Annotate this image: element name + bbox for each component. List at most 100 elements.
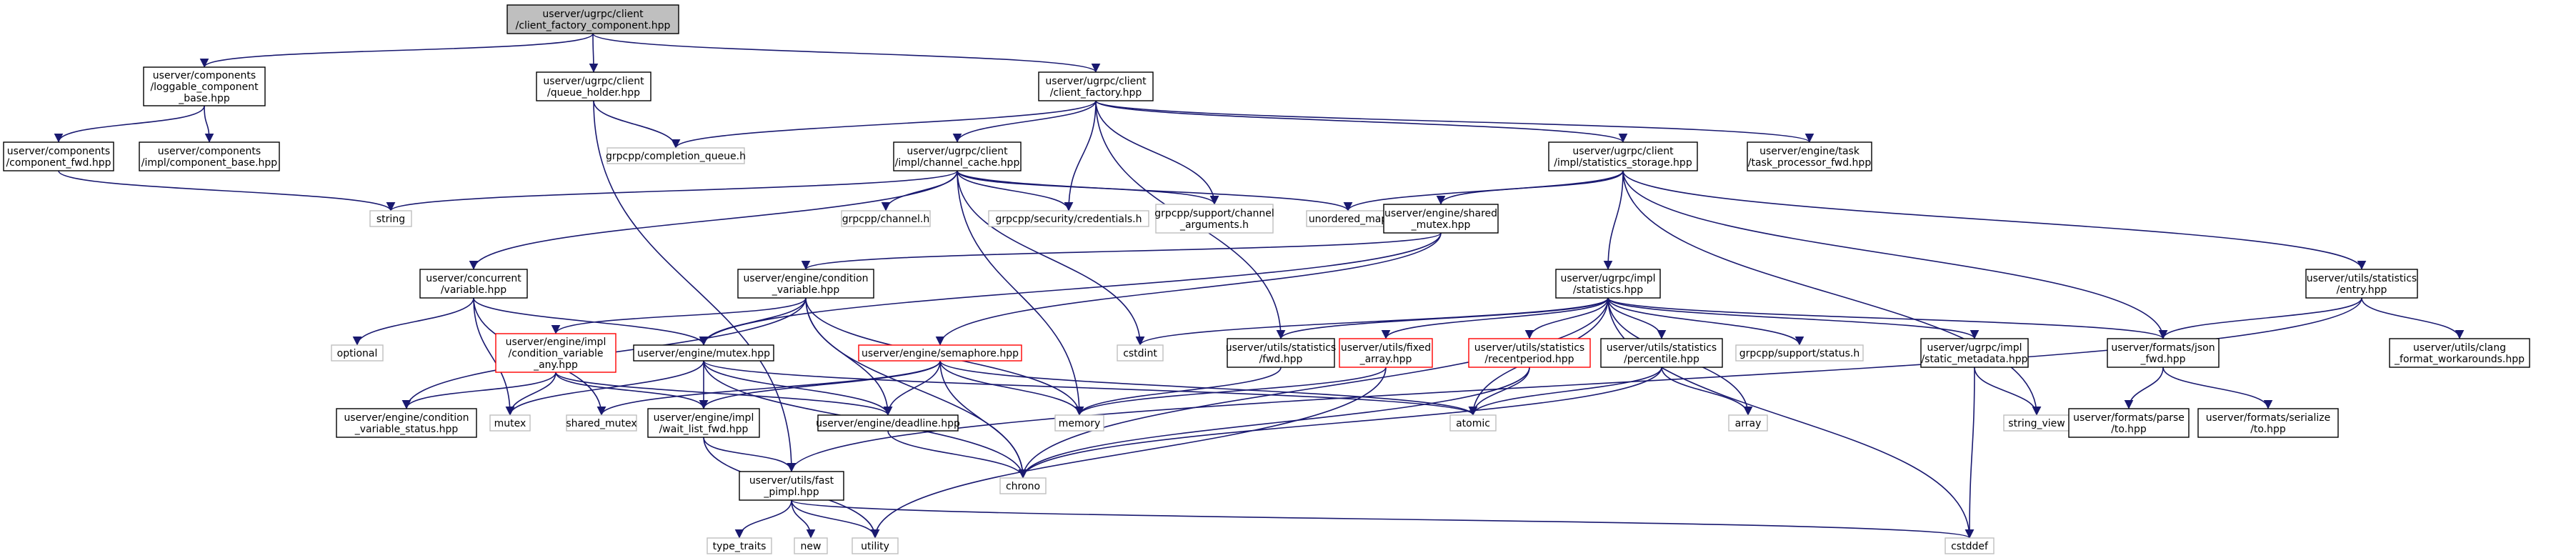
node-cv_any[interactable]: userver/engine/impl/condition_variable_a… [495,333,616,373]
node-root[interactable]: userver/ugrpc/client/client_factory_comp… [506,4,679,34]
node-percentile[interactable]: userver/utils/statistics/percentile.hpp [1600,338,1723,368]
node-statistics_entry[interactable]: userver/utils/statistics/entry.hpp [2305,269,2418,299]
node-type_traits[interactable]: type_traits [707,537,772,554]
node-grpc_status[interactable]: grpcpp/support/status.h [1735,344,1864,362]
node-semaphore[interactable]: userver/engine/semaphore.hpp [858,344,1022,362]
node-utility[interactable]: utility [852,537,899,554]
node-cstddef[interactable]: cstddef [1945,537,1995,554]
edge-ugrpc_statistics-to-cstddef [1607,297,1975,539]
node-label-fixed_array-line-1: _array.hpp [1359,354,1412,365]
edges-layer [54,33,2465,539]
node-loggable[interactable]: userver/components/loggable_component_ba… [143,66,266,106]
node-array[interactable]: array [1728,414,1768,432]
node-box-condition_variable [737,269,874,299]
node-label-json_fwd-line-1: _fwd.hpp [2140,354,2185,365]
node-mutex[interactable]: mutex [489,414,531,432]
edge-json_fwd-to-json_serialize [2162,367,2273,409]
edge-ugrpc_statistics-to-grpc_status [1607,297,1804,346]
node-string[interactable]: string [369,210,412,227]
node-credentials[interactable]: grpcpp/security/credentials.h [988,210,1149,227]
node-json_fwd[interactable]: userver/formats/json_fwd.hpp [2107,338,2220,368]
node-client_factory[interactable]: userver/ugrpc/client/client_factory.hpp [1038,71,1154,101]
node-recentperiod[interactable]: userver/utils/statistics/recentperiod.hp… [1468,338,1591,368]
node-completion_queue[interactable]: grpcpp/completion_queue.h [606,147,746,164]
node-json_parse[interactable]: userver/formats/parse/to.hpp [2068,408,2190,438]
edge-root-to-client_factory [592,33,1101,73]
node-optional[interactable]: optional [331,344,384,362]
node-grpc_channel[interactable]: grpcpp/channel.h [841,210,931,227]
node-box-root [506,4,679,34]
node-box-statistics_fwd [1227,338,1335,368]
node-label-static_metadata-line-1: /static_metadata.hpp [1921,354,2027,365]
node-ugrpc_statistics[interactable]: userver/ugrpc/impl/statistics.hpp [1555,269,1661,299]
node-label-component_fwd-line-0: userver/components [7,146,110,157]
node-label-json_serialize-line-1: /to.hpp [2250,424,2286,435]
node-cstdint[interactable]: cstdint [1117,344,1164,362]
edge-statistics_storage-to-ugrpc_statistics [1603,170,1624,270]
node-chrono[interactable]: chrono [999,477,1047,494]
node-new[interactable]: new [794,537,828,554]
edge-statistics_storage-to-shared_mutex_hpp [1436,170,1624,205]
node-box-mutex [489,414,531,432]
edge-engine_mutex-to-atomic [703,360,1478,416]
node-engine_mutex[interactable]: userver/engine/mutex.hpp [633,344,774,362]
node-box-deadline [817,414,959,432]
node-label-completion_queue-line-0: grpcpp/completion_queue.h [606,151,746,162]
node-wait_list_fwd[interactable]: userver/engine/impl/wait_list_fwd.hpp [647,408,760,438]
node-label-percentile-line-0: userver/utils/statistics [1607,342,1717,354]
node-label-cstdint-line-0: cstdint [1123,348,1157,359]
node-label-chrono-line-0: chrono [1006,481,1040,492]
node-static_metadata[interactable]: userver/ugrpc/impl/static_metadata.hpp [1920,338,2029,368]
node-label-wait_list_fwd-line-1: /wait_list_fwd.hpp [659,424,749,435]
node-shared_mutex[interactable]: shared_mutex [566,414,637,432]
node-clang_format[interactable]: userver/utils/clang_format_workarounds.h… [2389,338,2530,368]
node-task_processor_fwd[interactable]: userver/engine/task/task_processor_fwd.h… [1747,141,1872,171]
node-label-concurrent_variable-line-1: /variable.hpp [441,284,506,296]
edge-statistics_storage-to-statistics_entry [1622,170,2367,270]
node-channel_cache[interactable]: userver/ugrpc/client/impl/channel_cache.… [893,141,1022,171]
edge-fast_pimpl-to-type_traits [734,499,792,539]
edge-channel_cache-to-grpc_channel [881,170,958,211]
node-box-fixed_array [1339,338,1433,368]
edge-channel_cache-to-cstdint [957,170,1145,346]
node-box-grpc_status [1735,344,1864,362]
node-label-cv_status-line-1: _variable_status.hpp [354,424,459,435]
node-component_base[interactable]: userver/components/impl/component_base.h… [139,141,280,171]
node-box-grpc_channel [841,210,931,227]
node-label-component_base-line-1: /impl/component_base.hpp [141,157,278,169]
node-channel_arguments[interactable]: grpcpp/support/channel_arguments.h [1154,204,1274,234]
node-memory[interactable]: memory [1054,414,1104,432]
node-fast_pimpl[interactable]: userver/utils/fast_pimpl.hpp [739,471,844,501]
node-box-string [369,210,412,227]
node-cv_status[interactable]: userver/engine/condition_variable_status… [336,408,477,438]
edge-concurrent_variable-to-mutex [473,297,515,416]
edge-cv_any-to-deadline [555,372,893,416]
edge-json_fwd-to-json_parse [2124,367,2164,409]
node-statistics_fwd[interactable]: userver/utils/statistics/fwd.hpp [1226,338,1336,368]
node-label-shared_mutex_hpp-line-1: _mutex.hpp [1411,219,1471,231]
node-deadline[interactable]: userver/engine/deadline.hpp [816,414,960,432]
edge-shared_mutex_hpp-to-condition_variable [801,232,1442,270]
node-atomic[interactable]: atomic [1449,414,1497,432]
node-condition_variable[interactable]: userver/engine/condition_variable.hpp [737,269,874,299]
node-label-json_fwd-line-0: userver/formats/json [2111,342,2215,354]
node-shared_mutex_hpp[interactable]: userver/engine/shared_mutex.hpp [1383,204,1499,234]
edge-queue_holder-to-completion_queue [593,100,681,149]
node-queue_holder[interactable]: userver/ugrpc/client/queue_holder.hpp [536,71,652,101]
node-concurrent_variable[interactable]: userver/concurrent/variable.hpp [419,269,528,299]
node-label-utility-line-0: utility [861,541,889,552]
node-box-cstdint [1117,344,1164,362]
node-label-channel_cache-line-0: userver/ugrpc/client [907,146,1008,157]
node-label-array-line-0: array [1735,418,1762,429]
node-label-channel_arguments-line-0: grpcpp/support/channel [1154,208,1274,219]
edge-statistics_storage-to-json_fwd [1622,170,2168,339]
node-label-semaphore-line-0: userver/engine/semaphore.hpp [862,348,1019,359]
node-unordered_map[interactable]: unordered_map [1306,210,1390,227]
node-string_view[interactable]: string_view [2003,414,2070,432]
node-fixed_array[interactable]: userver/utils/fixed_array.hpp [1339,338,1433,368]
node-json_serialize[interactable]: userver/formats/serialize/to.hpp [2197,408,2339,438]
node-label-new-line-0: new [801,541,822,552]
node-statistics_storage[interactable]: userver/ugrpc/client/impl/statistics_sto… [1548,141,1698,171]
node-component_fwd[interactable]: userver/components/component_fwd.hpp [3,141,114,171]
node-box-component_fwd [3,141,114,171]
